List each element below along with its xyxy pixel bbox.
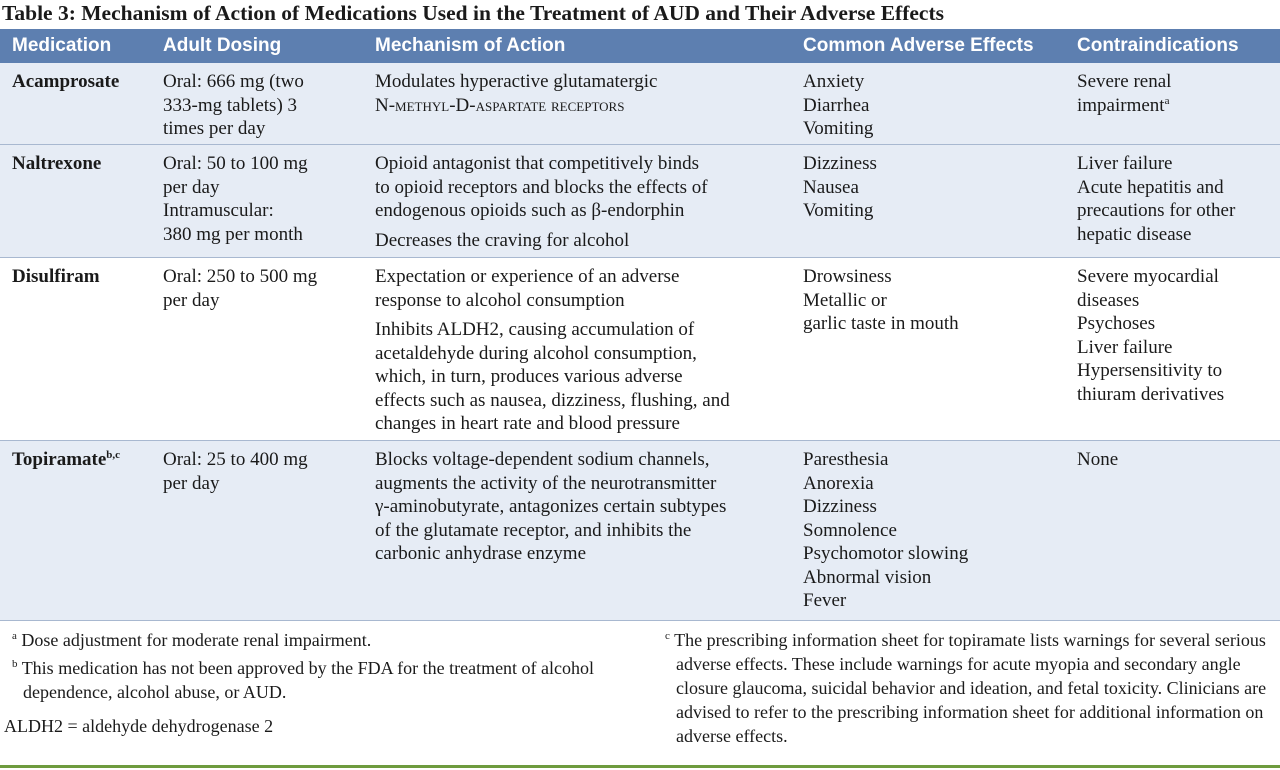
- cell-contraindications: Severe myocardial diseases Psychoses Liv…: [1065, 258, 1280, 441]
- header-medication: Medication: [0, 29, 151, 63]
- abbreviation-note: ALDH2 = aldehyde dehydrogenase 2: [4, 716, 274, 736]
- footnote-ref-a: a: [1164, 94, 1170, 107]
- cell-mechanism: Modulates hyperactive glutamatergic N-me…: [363, 63, 791, 145]
- cell-medication: Acamprosate: [0, 63, 151, 145]
- cell-dosing: Oral: 25 to 400 mg per day: [151, 441, 363, 621]
- cell-contraindications: None: [1065, 441, 1280, 621]
- header-mechanism: Mechanism of Action: [363, 29, 791, 63]
- footnote-ref-bc: b,c: [106, 449, 121, 461]
- header-adverse-effects: Common Adverse Effects: [791, 29, 1065, 63]
- footnote-c: c The prescribing information sheet for …: [665, 630, 1267, 746]
- cell-mechanism: Opioid antagonist that competitively bin…: [363, 145, 791, 258]
- footnote-b: b This medication has not been approved …: [12, 658, 595, 702]
- cell-adverse: Dizziness Nausea Vomiting: [791, 145, 1065, 258]
- cell-adverse: Paresthesia Anorexia Dizziness Somnolenc…: [791, 441, 1065, 621]
- cell-medication: Topiramateb,c: [0, 441, 151, 621]
- cell-adverse: Drowsiness Metallic or garlic taste in m…: [791, 258, 1065, 441]
- footnote-a: a Dose adjustment for moderate renal imp…: [12, 630, 372, 650]
- cell-contraindications: Liver failure Acute hepatitis and precau…: [1065, 145, 1280, 258]
- header-contraindications: Contraindications: [1065, 29, 1280, 63]
- cell-mechanism: Blocks voltage-dependent sodium channels…: [363, 441, 791, 621]
- medication-table: Medication Adult Dosing Mechanism of Act…: [0, 29, 1280, 621]
- cell-dosing: Oral: 666 mg (two 333-mg tablets) 3 time…: [151, 63, 363, 145]
- cell-medication: Disulfiram: [0, 258, 151, 441]
- header-adult-dosing: Adult Dosing: [151, 29, 363, 63]
- table-title: Table 3: Mechanism of Action of Medicati…: [2, 1, 944, 25]
- bottom-rule: [0, 765, 1280, 768]
- cell-medication: Naltrexone: [0, 145, 151, 258]
- cell-contraindications: Severe renal impairmenta: [1065, 63, 1280, 145]
- cell-dosing: Oral: 250 to 500 mg per day: [151, 258, 363, 441]
- cell-adverse: Anxiety Diarrhea Vomiting: [791, 63, 1065, 145]
- cell-dosing: Oral: 50 to 100 mg per day Intramuscular…: [151, 145, 363, 258]
- cell-mechanism: Expectation or experience of an adverse …: [363, 258, 791, 441]
